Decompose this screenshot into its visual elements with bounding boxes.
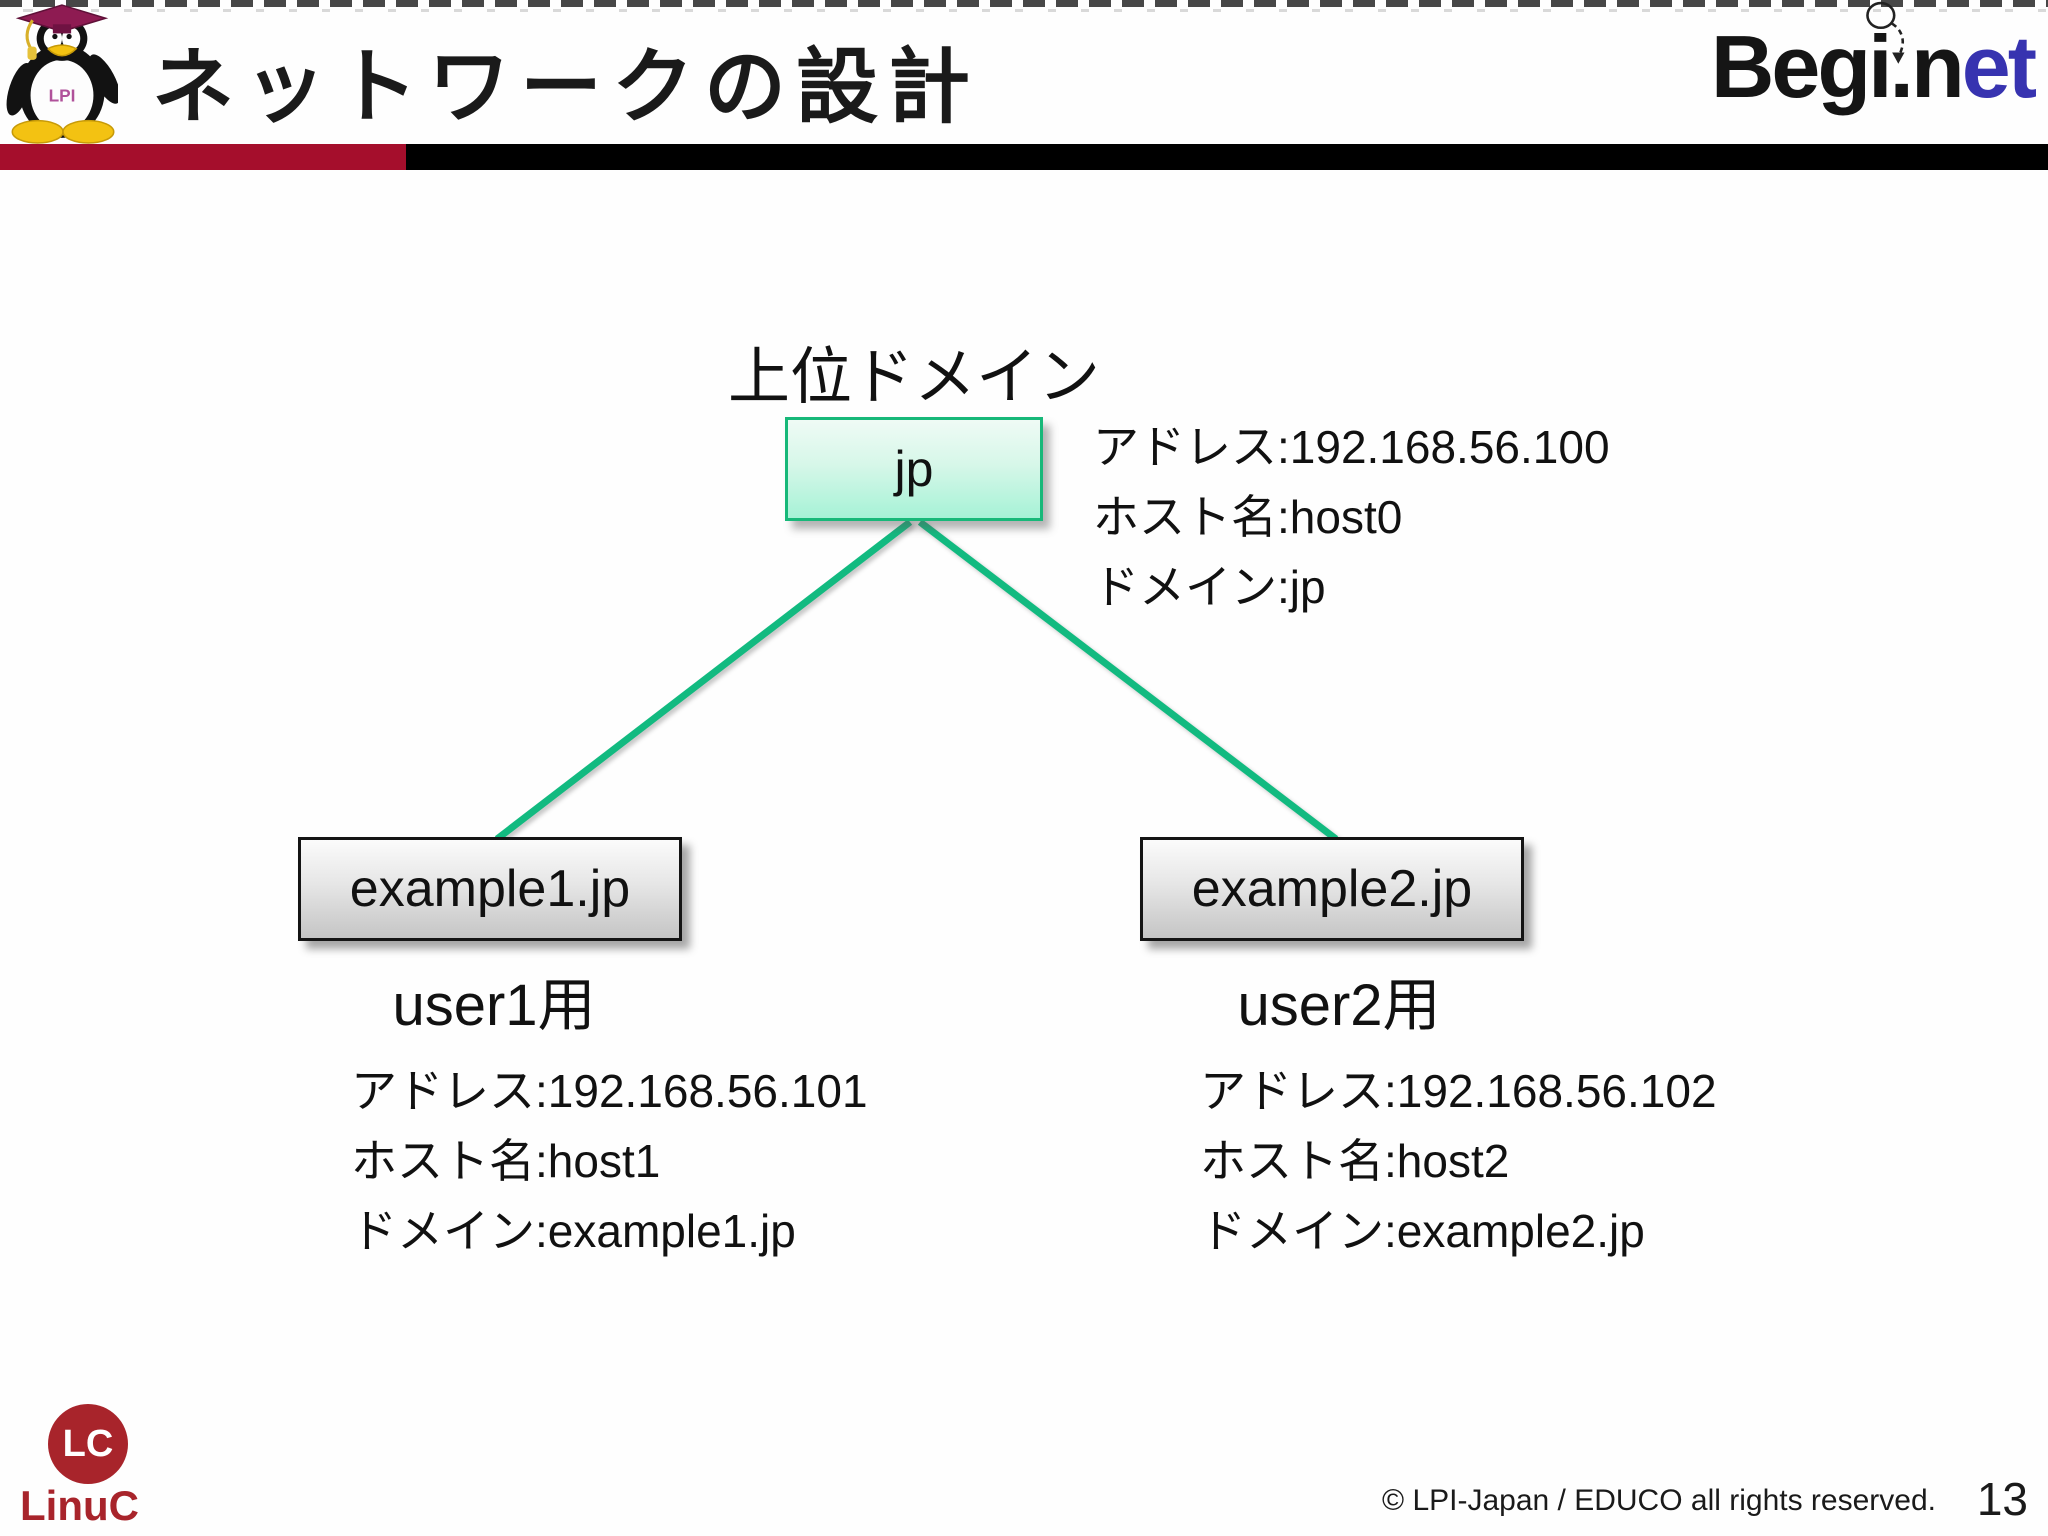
jp-annotation-hostname: ホスト名:host0: [1093, 491, 1403, 543]
example2-annotation-hostname: ホスト名:host2: [1200, 1135, 1510, 1187]
lpi-penguin-mascot-icon: LPI: [6, 2, 121, 149]
example1-annotation-domain: ドメイン:example1.jp: [351, 1205, 796, 1257]
copyright-notice: © LPI-Japan / EDUCO all rights reserved.: [1382, 1484, 1936, 1517]
node-jp: jp: [785, 417, 1043, 521]
node-jp-label: jp: [894, 441, 934, 497]
divider-bar: [0, 144, 2048, 170]
beginet-logo-text-black: Begi: [1710, 17, 1893, 116]
beginet-logo-text-n: n: [1910, 17, 1965, 116]
top-dotted-border: [0, 9, 2048, 12]
page-title: ネットワークの設計: [152, 42, 981, 133]
example2-caption: user2用: [1237, 973, 1441, 1038]
example1-caption: user1用: [392, 973, 596, 1038]
node-example1: example1.jp: [298, 837, 682, 941]
jp-annotation-address: アドレス:192.168.56.100: [1093, 421, 1610, 473]
jp-annotation: アドレス:192.168.56.100 ホスト名:host0 ドメイン:jp: [1093, 412, 1610, 622]
node-example2-label: example2.jp: [1191, 860, 1473, 918]
example2-annotation-address: アドレス:192.168.56.102: [1200, 1065, 1717, 1117]
linuc-wordmark: LinuC: [20, 1482, 139, 1529]
example1-annotation-address: アドレス:192.168.56.101: [351, 1065, 868, 1117]
example1-annotation-hostname: ホスト名:host1: [351, 1135, 661, 1187]
connector-jp-example1: [494, 519, 913, 842]
svg-text:LPI: LPI: [49, 85, 76, 105]
example2-annotation-domain: ドメイン:example2.jp: [1200, 1205, 1645, 1257]
jp-annotation-domain: ドメイン:jp: [1093, 561, 1326, 613]
example1-annotation: アドレス:192.168.56.101 ホスト名:host1 ドメイン:exam…: [351, 1056, 868, 1266]
example2-annotation: アドレス:192.168.56.102 ホスト名:host2 ドメイン:exam…: [1200, 1056, 1717, 1266]
parent-domain-label: 上位ドメイン: [727, 343, 1101, 412]
top-dashed-border: [0, 0, 2048, 7]
beginet-logo-text-blue: et: [1961, 17, 2037, 116]
linuc-badge-icon: LC: [48, 1404, 128, 1484]
node-example1-label: example1.jp: [349, 860, 631, 918]
beginet-logo: Begi.net: [1710, 1, 2037, 118]
node-example2: example2.jp: [1140, 837, 1524, 941]
beginet-swirl-icon: [1866, 1, 1905, 64]
divider-bar-red-segment: [0, 144, 406, 170]
page-number: 13: [1976, 1473, 2028, 1525]
